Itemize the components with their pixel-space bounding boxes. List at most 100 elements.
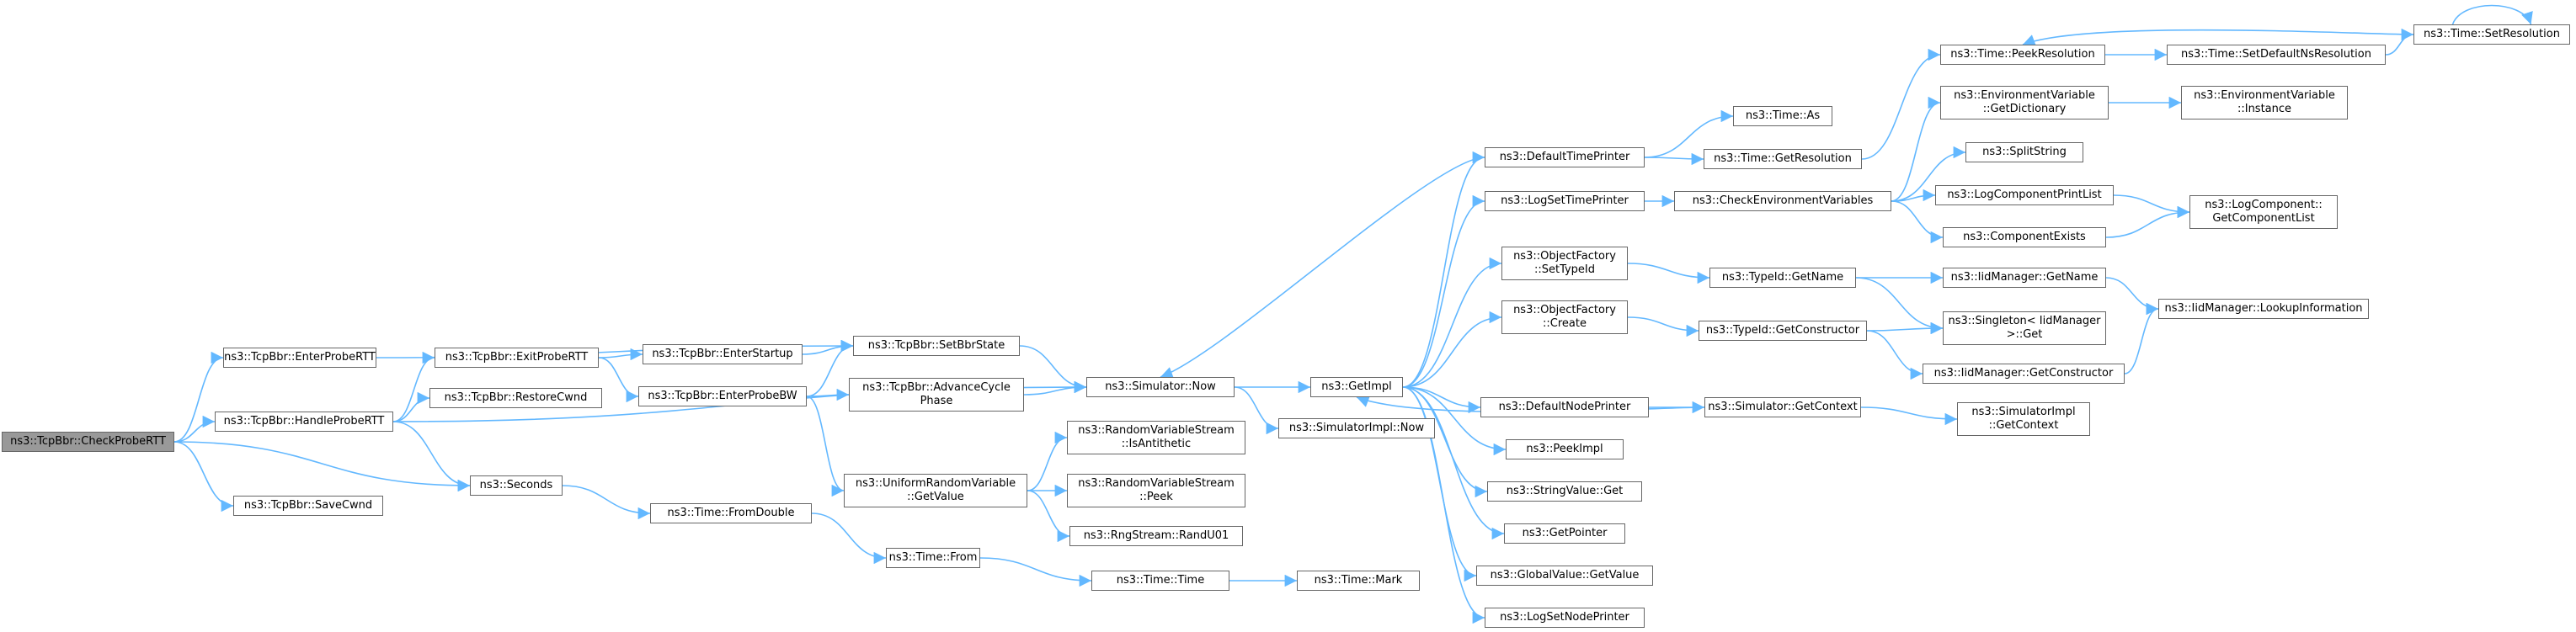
graph-node-componentexists[interactable]: ns3::ComponentExists xyxy=(1943,227,2106,247)
graph-node-globalvalue-getvalue[interactable]: ns3::GlobalValue::GetValue xyxy=(1476,566,1653,586)
graph-node-setbbrstate[interactable]: ns3::TcpBbr::SetBbrState xyxy=(853,336,1020,356)
graph-node-peekresolution[interactable]: ns3::Time::PeekResolution xyxy=(1940,45,2105,65)
graph-node-restorecwnd[interactable]: ns3::TcpBbr::RestoreCwnd xyxy=(429,388,602,408)
graph-node-of-create[interactable]: ns3::ObjectFactory ::Create xyxy=(1501,300,1628,334)
edge-sim_getcontext-to-simimpl_getcontext xyxy=(1860,406,1958,426)
edge-getimpl-to-logsetnodeprinter xyxy=(1402,386,1485,624)
graph-node-env-getdictionary[interactable]: ns3::EnvironmentVariable ::GetDictionary xyxy=(1940,86,2109,119)
edge-getimpl-to-of_settypeid xyxy=(1402,257,1502,388)
edge-handleprobertt-to-restorecwnd xyxy=(392,391,430,422)
graph-node-logsettimeprinter[interactable]: ns3::LogSetTimePrinter xyxy=(1485,191,1645,211)
edge-enterprobebw-to-urv_getvalue xyxy=(806,396,845,497)
graph-node-getpointer[interactable]: ns3::GetPointer xyxy=(1504,523,1625,544)
graph-node-logsetnodeprinter[interactable]: ns3::LogSetNodePrinter xyxy=(1485,608,1645,628)
edge-checkprobertt-to-handleprobertt xyxy=(173,415,216,443)
graph-node-simimpl-now[interactable]: ns3::SimulatorImpl::Now xyxy=(1278,418,1435,438)
graph-node-singleton-get[interactable]: ns3::Singleton< IidManager >::Get xyxy=(1943,311,2106,345)
edge-getimpl-to-peekimpl xyxy=(1402,386,1507,456)
graph-node-getresolution[interactable]: ns3::Time::GetResolution xyxy=(1704,149,1862,169)
graph-node-time-time[interactable]: ns3::Time::Time xyxy=(1091,571,1229,591)
graph-node-defaulttimeprinter[interactable]: ns3::DefaultTimePrinter xyxy=(1485,147,1645,167)
graph-node-enterprobebw[interactable]: ns3::TcpBbr::EnterProbeBW xyxy=(638,386,807,406)
graph-node-typeid-getname[interactable]: ns3::TypeId::GetName xyxy=(1709,268,1856,288)
graph-node-peekimpl[interactable]: ns3::PeekImpl xyxy=(1506,439,1624,459)
edge-handleprobertt-to-seconds xyxy=(392,421,471,492)
edge-getimpl-to-getpointer xyxy=(1402,386,1505,540)
edge-advancecycle-to-sim_now xyxy=(1023,380,1087,396)
edge-defaulttimeprinter-to-time_as xyxy=(1644,109,1734,158)
graph-node-fromdouble[interactable]: ns3::Time::FromDouble xyxy=(650,503,812,523)
graph-node-lookupinformation[interactable]: ns3::IidManager::LookupInformation xyxy=(2158,299,2369,319)
edge-setresolution-to-peekresolution xyxy=(2022,29,2414,46)
edge-handleprobertt-to-exitprobertt xyxy=(392,351,435,422)
edge-setdefaultnsres-to-setresolution xyxy=(2385,28,2414,56)
graph-node-sim-now[interactable]: ns3::Simulator::Now xyxy=(1086,377,1235,397)
edge-urv_getvalue-to-isantithetic xyxy=(1027,431,1068,491)
graph-node-handleprobertt[interactable]: ns3::TcpBbr::HandleProbeRTT xyxy=(215,412,393,432)
graph-node-isantithetic[interactable]: ns3::RandomVariableStream ::IsAntithetic xyxy=(1067,421,1245,454)
edge-checkenvvars-to-env_getdictionary xyxy=(1891,96,1941,202)
graph-node-logcompprintlist[interactable]: ns3::LogComponentPrintList xyxy=(1935,185,2114,205)
edge-checkprobertt-to-enterprobertt xyxy=(173,351,224,443)
graph-node-iid-getname[interactable]: ns3::IidManager::GetName xyxy=(1943,268,2106,288)
edge-of_settypeid-to-typeid_getname xyxy=(1627,263,1710,284)
graph-node-savecwnd[interactable]: ns3::TcpBbr::SaveCwnd xyxy=(233,496,383,516)
graph-node-checkenvvars[interactable]: ns3::CheckEnvironmentVariables xyxy=(1674,191,1891,211)
edge-checkprobertt-to-savecwnd xyxy=(173,441,234,513)
graph-node-defaultnodeprinter[interactable]: ns3::DefaultNodePrinter xyxy=(1480,397,1649,417)
edge-componentexists-to-getcomponentlist xyxy=(2105,205,2190,238)
graph-node-checkprobertt: ns3::TcpBbr::CheckProbeRTT xyxy=(2,432,174,452)
graph-node-advancecycle[interactable]: ns3::TcpBbr::AdvanceCycle Phase xyxy=(849,378,1024,412)
edge-fromdouble-to-from xyxy=(811,513,887,565)
edge-seconds-to-fromdouble xyxy=(562,485,651,520)
graph-node-getimpl[interactable]: ns3::GetImpl xyxy=(1310,377,1403,397)
edge-sim_now-to-simimpl_now xyxy=(1234,386,1279,435)
edge-getimpl-to-of_create xyxy=(1402,311,1502,388)
edge-enterprobebw-to-advancecycle xyxy=(806,388,850,401)
graph-node-simimpl-getcontext[interactable]: ns3::SimulatorImpl ::GetContext xyxy=(1957,402,2090,436)
edge-defaulttimeprinter-to-getresolution xyxy=(1644,152,1704,166)
edge-setresolution-to-setresolution xyxy=(2451,4,2533,25)
edge-typeid_getname-to-singleton_get xyxy=(1855,277,1944,335)
graph-node-stringvalue-get[interactable]: ns3::StringValue::Get xyxy=(1487,481,1642,502)
edge-typeid_getconstructor-to-singleton_get xyxy=(1866,321,1944,335)
edge-from-to-time_time xyxy=(979,557,1092,587)
graph-node-of-settypeid[interactable]: ns3::ObjectFactory ::SetTypeId xyxy=(1501,247,1628,280)
graph-node-setdefaultnsres[interactable]: ns3::Time::SetDefaultNsResolution xyxy=(2167,45,2386,65)
graph-node-mark[interactable]: ns3::Time::Mark xyxy=(1297,571,1420,591)
edge-getresolution-to-peekresolution xyxy=(1861,48,1941,160)
edge-enterstartup-to-setbbrstate xyxy=(802,339,854,355)
graph-node-enterprobertt[interactable]: ns3::TcpBbr::EnterProbeRTT xyxy=(223,348,376,368)
edge-setbbrstate-to-sim_now xyxy=(1019,345,1087,394)
edge-getimpl-to-logsettimeprinter xyxy=(1402,194,1485,388)
edge-iid_getconstructor-to-lookupinformation xyxy=(2124,302,2159,374)
graph-node-seconds[interactable]: ns3::Seconds xyxy=(470,475,563,496)
graph-node-setresolution[interactable]: ns3::Time::SetResolution xyxy=(2413,24,2570,45)
edge-enterprobebw-to-setbbrstate xyxy=(806,339,854,397)
edge-defaulttimeprinter-to-sim_now xyxy=(1160,157,1485,379)
graph-node-sim-getcontext[interactable]: ns3::Simulator::GetContext xyxy=(1704,397,1861,417)
edge-urv_getvalue-to-randu01 xyxy=(1027,490,1070,543)
graph-node-randu01[interactable]: ns3::RngStream::RandU01 xyxy=(1069,526,1243,546)
graph-node-urv-getvalue[interactable]: ns3::UniformRandomVariable ::GetValue xyxy=(844,474,1027,507)
graph-node-time-as[interactable]: ns3::Time::As xyxy=(1733,106,1832,126)
edge-checkprobertt-to-seconds xyxy=(173,441,471,492)
graph-node-env-instance[interactable]: ns3::EnvironmentVariable ::Instance xyxy=(2181,86,2348,119)
edge-exitprobertt-to-enterstartup xyxy=(598,348,643,361)
graph-node-from[interactable]: ns3::Time::From xyxy=(886,548,980,568)
edge-checkenvvars-to-splitstring xyxy=(1891,146,1966,202)
graph-node-exitprobertt[interactable]: ns3::TcpBbr::ExitProbeRTT xyxy=(435,348,599,368)
graph-node-enterstartup[interactable]: ns3::TcpBbr::EnterStartup xyxy=(643,344,803,364)
graph-node-typeid-getconstructor[interactable]: ns3::TypeId::GetConstructor xyxy=(1699,321,1867,341)
graph-node-peek[interactable]: ns3::RandomVariableStream ::Peek xyxy=(1067,474,1245,507)
edge-iid_getname-to-lookupinformation xyxy=(2105,277,2159,316)
graph-node-iid-getconstructor[interactable]: ns3::IidManager::GetConstructor xyxy=(1923,364,2125,384)
edge-checkenvvars-to-componentexists xyxy=(1891,200,1944,244)
graph-node-getcomponentlist[interactable]: ns3::LogComponent:: GetComponentList xyxy=(2189,195,2338,229)
graph-node-splitstring[interactable]: ns3::SplitString xyxy=(1965,142,2083,162)
edge-getimpl-to-defaulttimeprinter xyxy=(1402,151,1485,388)
edge-logcompprintlist-to-getcomponentlist xyxy=(2113,194,2190,219)
edge-exitprobertt-to-enterprobebw xyxy=(598,357,639,403)
